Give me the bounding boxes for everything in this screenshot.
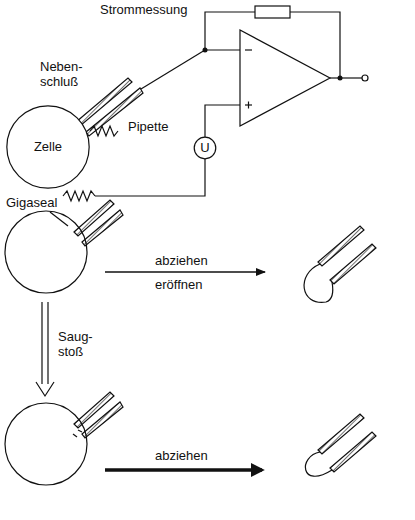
suction-label: Saug- stoß [58,330,98,360]
arrow [41,302,42,384]
action-label: eröffnen [155,278,202,293]
pipette-wall [330,432,376,472]
pipette-wall [74,200,114,236]
cell [5,403,87,485]
shunt-resistor [90,126,118,136]
pipette-wall [82,210,123,246]
plus-sign [248,102,249,109]
cell [5,211,87,293]
shunt-label: Neben- schluß [40,60,88,90]
feedback-resistor [255,6,290,18]
pipette-wall [82,402,123,438]
membrane-patch [305,452,332,476]
membrane-patch [304,264,333,302]
minus-sign [245,49,252,50]
node-text: U [200,141,209,155]
pipette-wall [330,244,376,284]
output-terminal [362,75,368,81]
bath-electrode [63,191,95,201]
current-label: Strommessung [100,3,187,18]
wire [290,12,340,78]
ruptured-membrane [78,430,82,432]
wire [205,12,255,50]
node-text: Zelle [34,140,62,154]
cell-circle: Zelle [6,105,90,189]
op-amp [240,30,330,126]
ruptured-membrane [73,434,77,437]
action-label: abziehen [155,254,208,269]
junction-dot [338,76,343,81]
wire [205,49,240,50]
arrow [47,302,48,384]
wire [205,105,240,137]
leader-line [50,212,68,226]
pipette-wall [74,392,114,428]
junction-dot [203,48,208,53]
gigaseal-label: Gigaseal [6,196,57,211]
wire [141,50,205,89]
wire [95,159,205,196]
pipette-label: Pipette [128,120,168,135]
wire [330,77,362,78]
arrow [36,382,54,396]
voltage-source: U [194,137,216,159]
arrow [105,468,262,472]
action-label: abziehen [155,449,208,464]
arrow [105,271,265,273]
